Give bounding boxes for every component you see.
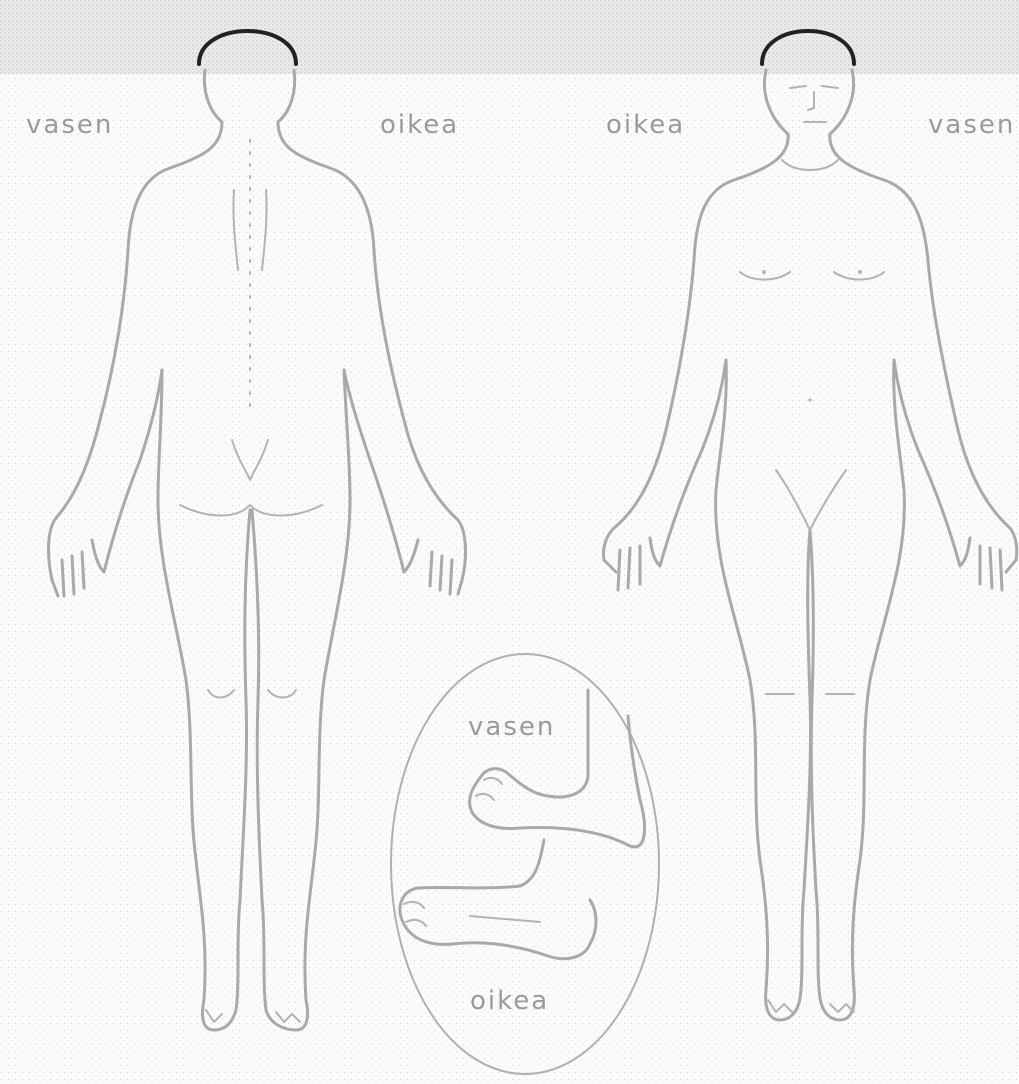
- feet-left-label: vasen: [468, 714, 555, 740]
- front-nipple-right: [762, 270, 766, 274]
- front-navel: [808, 398, 811, 401]
- front-view-left-label: vasen: [928, 112, 1015, 138]
- front-nipple-left: [858, 270, 862, 274]
- header-band: [0, 0, 1019, 74]
- feet-right-label: oikea: [470, 988, 549, 1014]
- front-view-right-label: oikea: [606, 112, 685, 138]
- back-view-left-label: vasen: [26, 112, 113, 138]
- back-view-right-label: oikea: [380, 112, 459, 138]
